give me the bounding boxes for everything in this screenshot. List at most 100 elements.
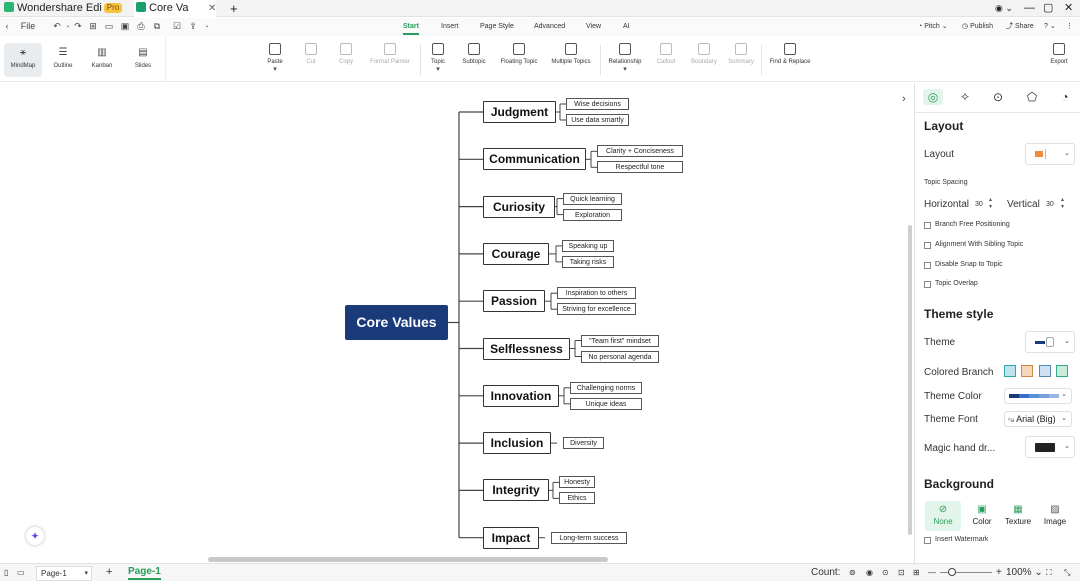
help-icon[interactable]: ? ⌄ — [1044, 21, 1056, 32]
fit-page-icon[interactable]: ⊡ — [898, 566, 905, 579]
paste-button[interactable]: Paste▾ — [265, 43, 285, 73]
minimize-icon[interactable]: — — [1024, 0, 1035, 17]
more-options-icon[interactable]: ⋮ — [1066, 21, 1073, 32]
export-button[interactable]: Export — [1047, 43, 1071, 65]
topic-impact[interactable]: Impact — [483, 527, 539, 549]
share-button[interactable]: ⤴ Share — [1006, 21, 1034, 32]
topic-communication[interactable]: Communication — [483, 148, 586, 170]
topic-overlap-checkbox[interactable] — [924, 281, 931, 288]
subtopic[interactable]: Inspiration to others — [557, 287, 636, 299]
subtopic[interactable]: Ethics — [559, 492, 595, 504]
share-quick-icon[interactable]: ⇪ — [188, 21, 198, 32]
subtopic[interactable]: Challenging norms — [570, 382, 642, 394]
subtopic[interactable]: Taking risks — [562, 256, 614, 268]
subtopic[interactable]: Clarity + Conciseness — [597, 145, 683, 157]
copy-button[interactable]: Copy — [336, 43, 356, 65]
export-quick-icon[interactable]: ⧉ — [152, 21, 162, 32]
undo-icon[interactable]: ↶ — [52, 21, 62, 32]
new-tab-button[interactable]: + — [230, 0, 238, 17]
callout-button[interactable]: Callout — [655, 43, 677, 65]
location-tab-icon[interactable]: ⊙ — [988, 89, 1008, 105]
disable-snap-checkbox[interactable] — [924, 262, 931, 269]
layers-icon[interactable]: ⊚ — [849, 566, 856, 579]
document-tab[interactable]: Core Va ✕ — [134, 0, 216, 17]
insert-watermark-checkbox[interactable] — [924, 537, 931, 544]
boundary-button[interactable]: Boundary — [689, 43, 719, 65]
colored-branch-option-1[interactable] — [1004, 365, 1016, 377]
view-mindmap[interactable]: ⚹MindMap — [4, 43, 42, 77]
colored-branch-option-4[interactable] — [1056, 365, 1068, 377]
page-tab[interactable]: Page-1 — [128, 566, 161, 580]
theme-font-dropdown[interactable]: ᴬa Arial (Big) ⌄ — [1004, 411, 1072, 427]
page-select[interactable]: Page-1▾ — [36, 566, 92, 581]
clock-tab-icon[interactable]: ◔ — [1055, 89, 1075, 105]
view-slides[interactable]: ▤Slides — [124, 43, 162, 77]
tab-start[interactable]: Start — [403, 21, 419, 35]
checklist-icon[interactable]: ☑ — [172, 21, 182, 32]
view-kanban[interactable]: ▥Kanban — [83, 43, 121, 77]
multiple-topics-button[interactable]: Multiple Topics — [548, 43, 594, 65]
vertical-scrollbar[interactable] — [908, 225, 912, 535]
topic-innovation[interactable]: Innovation — [483, 385, 559, 407]
app-tab[interactable]: Wondershare EdiPro — [4, 0, 122, 17]
expand-panel-icon[interactable]: › — [902, 93, 906, 105]
tab-view[interactable]: View — [586, 21, 601, 32]
subtopic[interactable]: Wise decisions — [566, 98, 629, 110]
horizontal-stepper[interactable]: ▴▾ — [989, 197, 992, 211]
mindmap-canvas[interactable]: Core Values JudgmentWise decisionsUse da… — [0, 83, 914, 563]
subtopic-button[interactable]: Subtopic — [459, 43, 489, 65]
theme-dropdown[interactable]: ⌄ — [1025, 331, 1075, 353]
theme-color-dropdown[interactable]: ⌄ — [1004, 388, 1072, 404]
subtopic[interactable]: Use data smartly — [566, 114, 629, 126]
subtopic[interactable]: Unique ideas — [570, 398, 642, 410]
format-painter-button[interactable]: Format Painter — [367, 43, 413, 65]
topic-courage[interactable]: Courage — [483, 243, 549, 265]
find-replace-button[interactable]: Find & Replace — [767, 43, 813, 65]
back-icon[interactable]: ‹ — [2, 21, 12, 32]
vertical-stepper[interactable]: ▴▾ — [1061, 197, 1064, 211]
add-page-icon[interactable]: + — [106, 566, 112, 579]
avatar[interactable]: ◉ ⌄ — [995, 0, 1013, 17]
zoom-level[interactable]: 100% ⌄ — [1006, 566, 1043, 579]
publish-button[interactable]: ◷ Publish — [962, 21, 993, 32]
maximize-icon[interactable]: ▢ — [1043, 0, 1053, 17]
ai-assistant-icon[interactable]: ✦ — [26, 527, 44, 545]
relationship-button[interactable]: Relationship▾ — [605, 43, 645, 73]
subtopic[interactable]: Honesty — [559, 476, 595, 488]
collapse-view-icon[interactable]: ⤡ — [1064, 566, 1070, 579]
zoom-slider-handle[interactable] — [948, 568, 956, 576]
subtopic[interactable]: Long-term success — [551, 532, 627, 544]
background-image-option[interactable]: ▨ Image — [1038, 501, 1072, 531]
close-tab-icon[interactable]: ✕ — [208, 0, 216, 17]
subtopic[interactable]: "Team first" mindset — [581, 335, 659, 347]
topic-inclusion[interactable]: Inclusion — [483, 432, 551, 454]
page-panel-icon[interactable]: ▭ — [17, 566, 25, 579]
new-icon[interactable]: ⊞ — [88, 21, 98, 32]
background-color-option[interactable]: ▣ Color — [965, 501, 999, 531]
subtopic[interactable]: Quick learning — [563, 193, 622, 205]
badge-tab-icon[interactable]: ⬠ — [1022, 89, 1042, 105]
topic-curiosity[interactable]: Curiosity — [483, 196, 555, 218]
grid-icon[interactable]: ⊞ — [913, 566, 920, 579]
subtopic[interactable]: No personal agenda — [581, 351, 659, 363]
sidebar-toggle-icon[interactable]: ▯ — [4, 566, 8, 579]
topic-selflessness[interactable]: Selflessness — [483, 338, 570, 360]
colored-branch-option-2[interactable] — [1021, 365, 1033, 377]
undo-dropdown-icon[interactable]: ⌄ — [63, 21, 73, 32]
tab-page-style[interactable]: Page Style — [480, 21, 514, 32]
file-menu[interactable]: File — [14, 21, 42, 32]
topic-button[interactable]: Topic▾ — [428, 43, 448, 73]
customize-dropdown-icon[interactable]: ⌄ — [202, 21, 212, 32]
tab-insert[interactable]: Insert — [441, 21, 459, 32]
magic-hand-dropdown[interactable]: ⌄ — [1025, 436, 1075, 458]
fullscreen-icon[interactable]: ⛶ — [1046, 566, 1052, 579]
view-outline[interactable]: ☰Outline — [44, 43, 82, 77]
subtopic[interactable]: Diversity — [563, 437, 604, 449]
open-icon[interactable]: ▭ — [104, 21, 114, 32]
subtopic[interactable]: Speaking up — [562, 240, 614, 252]
style-tab-icon[interactable]: ◎ — [923, 89, 943, 105]
close-window-icon[interactable]: ✕ — [1064, 0, 1073, 17]
colored-branch-option-3[interactable] — [1039, 365, 1051, 377]
topic-integrity[interactable]: Integrity — [483, 479, 549, 501]
central-topic[interactable]: Core Values — [345, 305, 448, 340]
